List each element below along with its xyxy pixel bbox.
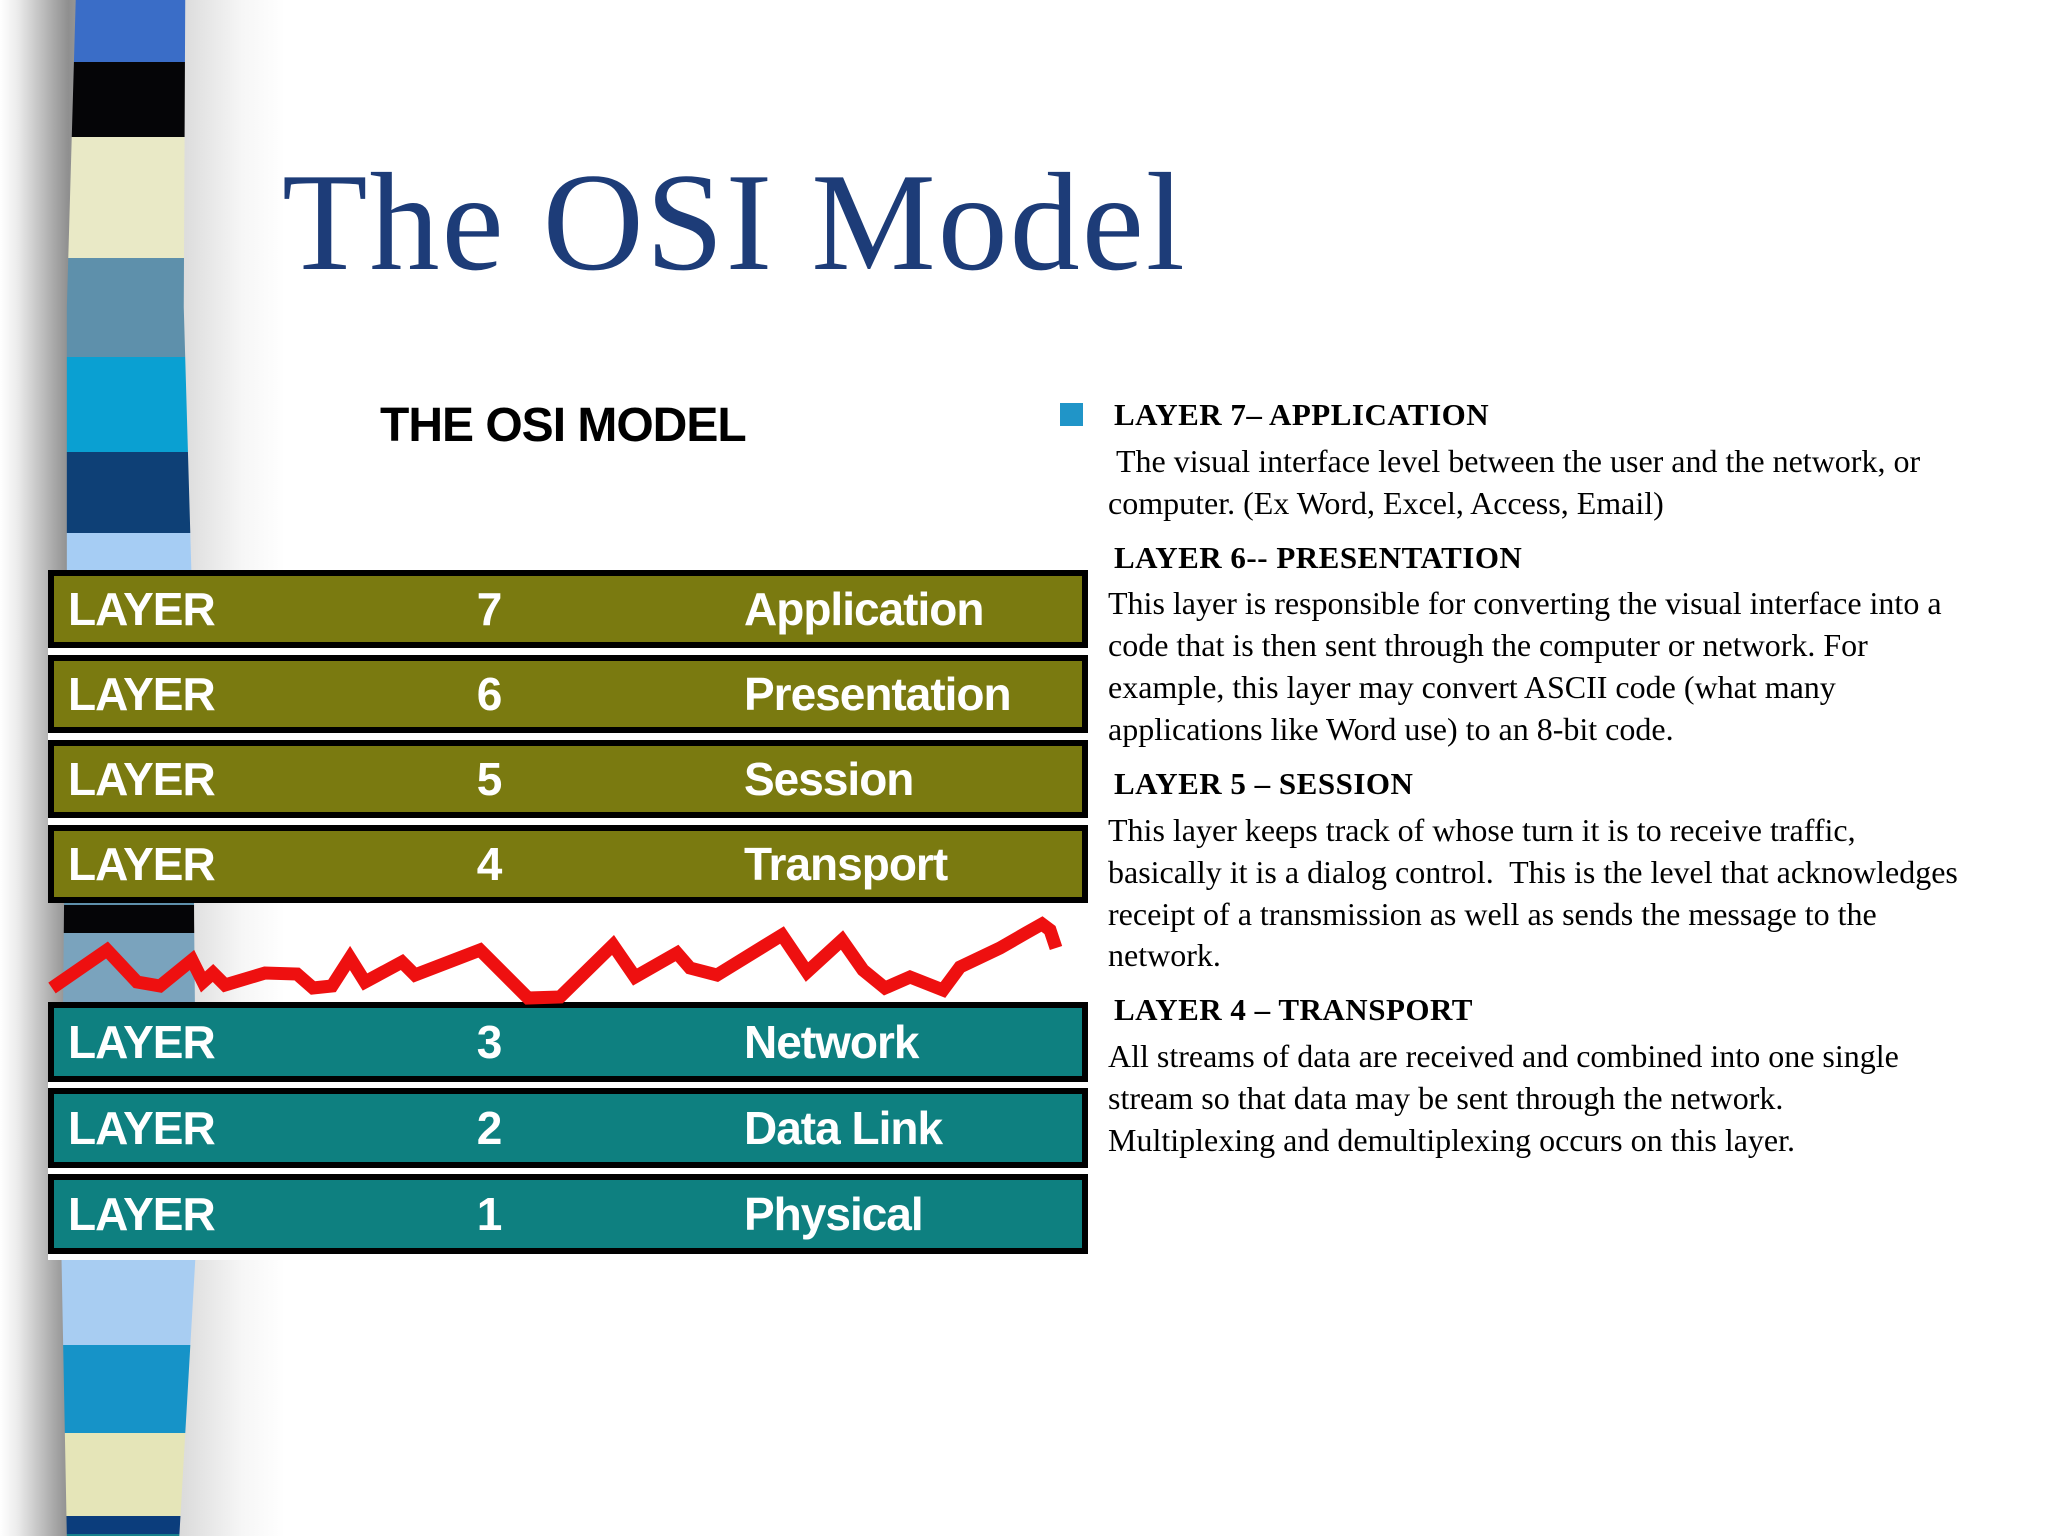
- layer-label: LAYER: [68, 1016, 216, 1068]
- bullet-square-icon: [1060, 403, 1083, 426]
- diagram-heading: THE OSI MODEL: [380, 399, 747, 452]
- table-row-layer-4: LAYER 4 Transport: [48, 825, 1088, 903]
- section-layer-5: LAYER 5 – SESSION This layer keeps track…: [1108, 765, 1960, 977]
- layer-label: LAYER: [68, 583, 216, 635]
- layer-name: Data Link: [744, 1102, 943, 1154]
- layer-number: 5: [476, 753, 503, 805]
- table-row-layer-6: LAYER 6 Presentation: [48, 655, 1088, 733]
- osi-lower-layers-table: LAYER 3 Network LAYER 2 Data Link LAYER …: [48, 1002, 1088, 1260]
- table-row-layer-1: LAYER 1 Physical: [48, 1174, 1088, 1254]
- section-heading: LAYER 5 – SESSION: [1114, 765, 1414, 801]
- layer-name: Network: [744, 1016, 919, 1068]
- layer-name: Physical: [744, 1188, 924, 1240]
- section-heading: LAYER 4 – TRANSPORT: [1114, 992, 1473, 1028]
- layer-name: Transport: [744, 838, 948, 890]
- layer-number: 7: [476, 583, 503, 635]
- section-layer-4: LAYER 4 – TRANSPORT All streams of data …: [1108, 991, 1960, 1161]
- layer-label: LAYER: [68, 668, 216, 720]
- section-body: All streams of data are received and com…: [1108, 1038, 1907, 1158]
- section-body: This layer is responsible for converting…: [1108, 585, 1950, 748]
- section-body: The visual interface level between the u…: [1108, 442, 1929, 521]
- layer-number: 1: [476, 1188, 503, 1240]
- section-layer-7: LAYER 7– APPLICATION The visual interfac…: [1060, 396, 1960, 525]
- layer-number: 4: [476, 838, 503, 890]
- layer-number: 2: [476, 1102, 503, 1154]
- section-layer-6: LAYER 6-- PRESENTATION This layer is res…: [1108, 539, 1960, 751]
- layer-number: 6: [476, 668, 503, 720]
- layer-label: LAYER: [68, 1188, 216, 1240]
- table-row-layer-3: LAYER 3 Network: [48, 1002, 1088, 1082]
- layer-label: LAYER: [68, 838, 216, 890]
- section-heading: LAYER 7– APPLICATION: [1114, 397, 1490, 432]
- table-row-layer-2: LAYER 2 Data Link: [48, 1088, 1088, 1168]
- slide-title: The OSI Model: [282, 145, 1187, 300]
- table-row-layer-7: LAYER 7 Application: [48, 570, 1088, 648]
- layer-name: Presentation: [744, 668, 1012, 720]
- osi-upper-layers-table: LAYER 7 Application LAYER 6 Presentation…: [48, 570, 1088, 903]
- section-body: This layer keeps track of whose turn it …: [1108, 811, 1966, 974]
- layer-number: 3: [476, 1016, 503, 1068]
- table-row-layer-5: LAYER 5 Session: [48, 740, 1088, 818]
- layer-label: LAYER: [68, 753, 216, 805]
- layer-descriptions: LAYER 7– APPLICATION The visual interfac…: [1060, 396, 1960, 1162]
- layer-name: Application: [744, 583, 984, 635]
- layer-label: LAYER: [68, 1102, 216, 1154]
- section-heading: LAYER 6-- PRESENTATION: [1114, 539, 1523, 575]
- layer-name: Session: [744, 753, 914, 805]
